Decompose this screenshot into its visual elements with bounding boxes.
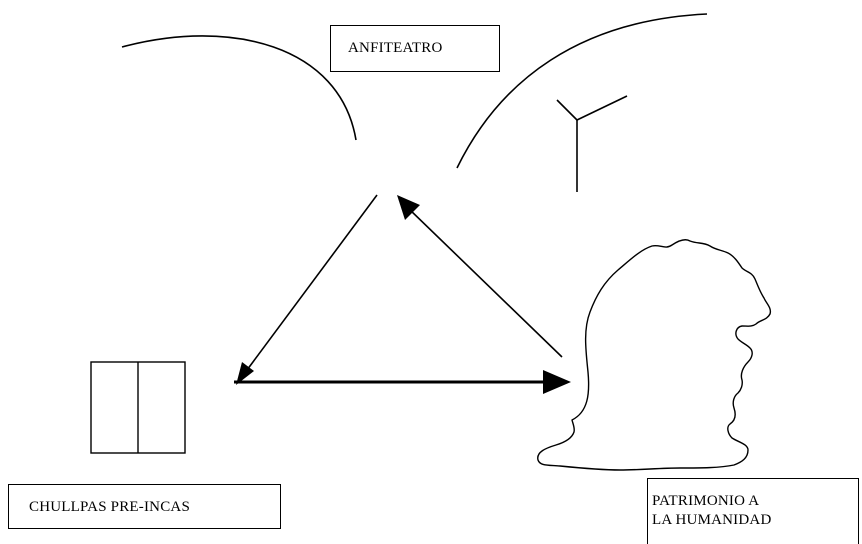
- patrimonio-label-line1: PATRIMONIO A: [652, 493, 760, 509]
- chullpas-label-box: CHULLPAS PRE-INCAS: [8, 484, 281, 529]
- amphitheater-left-arc-icon: [121, 35, 357, 141]
- tree-icon: [556, 95, 628, 192]
- patrimonio-label-box: PATRIMONIO A LA HUMANIDAD: [647, 478, 859, 544]
- anfiteatro-label-box: ANFITEATRO: [330, 25, 500, 72]
- arrow-anfiteatro-to-chullpas: [236, 194, 378, 385]
- amphitheater-right-arc-icon: [456, 13, 708, 169]
- anfiteatro-label: ANFITEATRO: [348, 40, 443, 56]
- arrow-chullpas-to-patrimonio: [234, 370, 571, 394]
- arrow-patrimonio-to-anfiteatro: [397, 195, 563, 358]
- patrimonio-label-line2: LA HUMANIDAD: [652, 512, 772, 528]
- chullpa-tower-icon: [90, 361, 186, 454]
- rock-formation-icon: [537, 239, 772, 471]
- chullpas-label: CHULLPAS PRE-INCAS: [29, 499, 190, 515]
